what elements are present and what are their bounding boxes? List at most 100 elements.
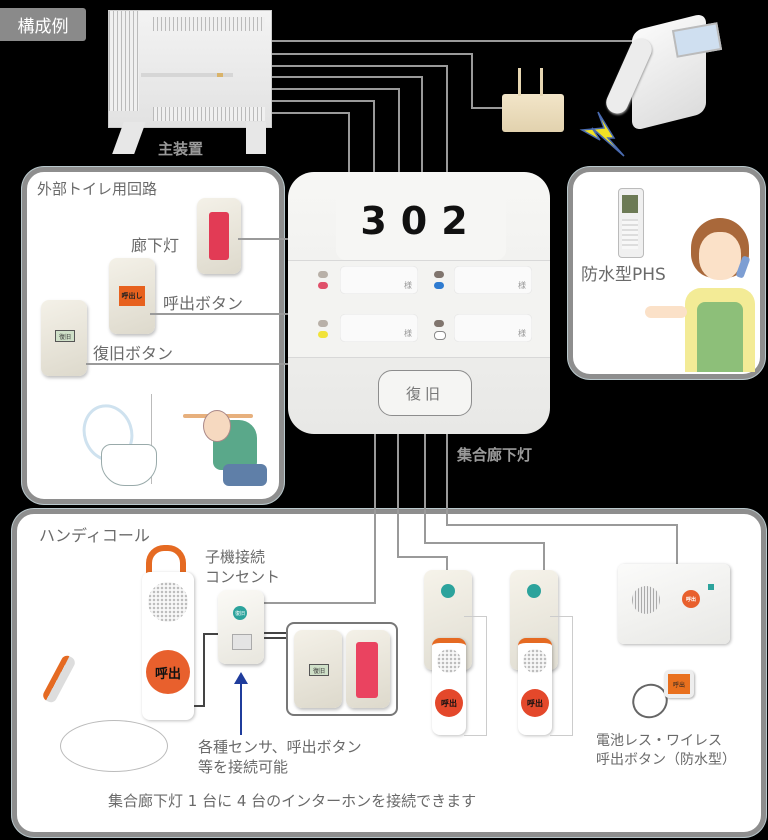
wire: [397, 556, 447, 558]
antenna: [540, 68, 543, 96]
corridor-lamp-label: 廊下灯: [131, 236, 180, 255]
name-slot-4: 様: [454, 314, 532, 342]
wire: [270, 100, 375, 102]
led-status: [434, 271, 444, 278]
nurse-apron: [697, 302, 743, 372]
intercom-call-button[interactable]: 呼出: [682, 590, 700, 608]
sub-device-group: 復旧: [286, 622, 398, 716]
pendant-cord: [60, 720, 168, 772]
wire: [348, 112, 350, 175]
wire: [446, 556, 448, 572]
brand-strip: [141, 73, 233, 77]
call-button[interactable]: 呼出: [146, 650, 190, 694]
wireless-call-button[interactable]: 呼出: [664, 670, 694, 698]
cord-line: [464, 616, 487, 736]
restore-button-label: 復旧ボタン: [93, 344, 174, 363]
sensor-note-1: 各種センサ、呼出ボタン: [198, 738, 362, 756]
phs-panel: 防水型PHS: [568, 167, 765, 379]
main-unit-image: [108, 10, 272, 128]
wire: [676, 524, 678, 564]
wire: [397, 434, 399, 558]
wire: [373, 100, 375, 175]
footer-note: 集合廊下灯 1 台に 4 台のインターホンを接続できます: [108, 792, 477, 810]
wire: [203, 633, 205, 707]
call-button[interactable]: 呼出: [521, 689, 549, 717]
restore-button-face: 復旧: [55, 330, 75, 342]
wire: [150, 313, 290, 315]
wire: [270, 76, 423, 78]
led-status: [318, 320, 328, 327]
wall-line: [151, 394, 152, 484]
cord-line: [550, 616, 573, 736]
wireless-label-2: 呼出ボタン（防水型）: [596, 752, 736, 768]
outlet-label-1: 子機接続: [205, 548, 266, 566]
wire: [446, 524, 678, 526]
outdoor-toilet-panel: 外部トイレ用回路 廊下灯 呼出し 呼出ボタン 復旧 復旧ボタン: [22, 167, 284, 504]
wire: [446, 65, 448, 175]
led-color-4: [434, 331, 446, 340]
nurse-illustration: [645, 218, 761, 374]
led-color-2: [434, 282, 444, 289]
phs-handset-image: [618, 188, 644, 258]
antenna: [518, 68, 521, 96]
wireless-label-1: 電池レス・ワイレス: [596, 733, 722, 749]
sensor-note-2: 等を接続可能: [198, 758, 289, 776]
wireless-button-face: 呼出: [668, 674, 690, 694]
outlet-restore-badge: [527, 584, 541, 598]
wire: [270, 65, 448, 67]
antenna-repeater-image: [502, 68, 564, 132]
handy-call-device: 呼出: [142, 572, 194, 720]
wire: [421, 76, 423, 175]
vent: [153, 17, 265, 31]
wire: [203, 633, 219, 635]
man-legs: [223, 464, 267, 486]
corridor-light-label: 集合廊下灯: [457, 446, 533, 464]
room-number: 302: [336, 182, 506, 260]
intercom-handset-2: 呼出: [518, 638, 552, 735]
intercom-handset-1: 呼出: [432, 638, 466, 735]
wire: [194, 705, 204, 707]
main-unit-leg: [246, 122, 266, 154]
wireless-signal-icon: [579, 111, 625, 157]
call-button-device: 呼出し: [109, 258, 155, 334]
corridor-light-device: 302 様 様 様 様 復旧: [288, 172, 550, 434]
speaker-grille: [523, 649, 547, 673]
arrow-up-icon: [234, 672, 248, 684]
led-status: [434, 320, 444, 327]
wire: [264, 632, 286, 634]
wire: [264, 602, 376, 604]
wire: [270, 112, 350, 114]
speaker-grille: [437, 649, 461, 673]
wire: [270, 88, 400, 90]
wire: [543, 542, 545, 572]
main-unit-label: 主装置: [158, 140, 204, 158]
led-color-3: [318, 331, 328, 338]
outlet-jack: [232, 634, 252, 650]
call-button[interactable]: 呼出: [435, 689, 463, 717]
call-button-face: 呼出し: [119, 286, 145, 306]
handy-call-handle: [146, 545, 186, 585]
restore-button[interactable]: 復旧: [378, 370, 472, 416]
wire: [446, 434, 448, 526]
intercom-indicator: [708, 584, 714, 590]
speaker-grille: [148, 582, 188, 622]
sub-restore-face: 復旧: [309, 664, 329, 676]
wire: [270, 53, 472, 55]
vent: [109, 11, 139, 111]
wire: [471, 53, 473, 109]
outlet-label-2: コンセント: [205, 568, 281, 586]
vent: [153, 107, 265, 121]
name-slot-1: 様: [340, 266, 418, 294]
wire: [374, 434, 376, 604]
wire: [424, 434, 426, 544]
call-button-label: 呼出ボタン: [163, 294, 244, 313]
corridor-lamp-device: [197, 198, 241, 274]
desk-phone-image: [602, 12, 723, 132]
toilet-illustration: [73, 394, 273, 494]
handy-call-panel: ハンディコール: [12, 509, 766, 837]
wire: [238, 238, 290, 240]
red-lamp: [356, 642, 378, 698]
restore-button-device: 復旧: [41, 300, 87, 376]
red-lamp: [209, 212, 229, 260]
phs-keypad: [622, 219, 638, 249]
